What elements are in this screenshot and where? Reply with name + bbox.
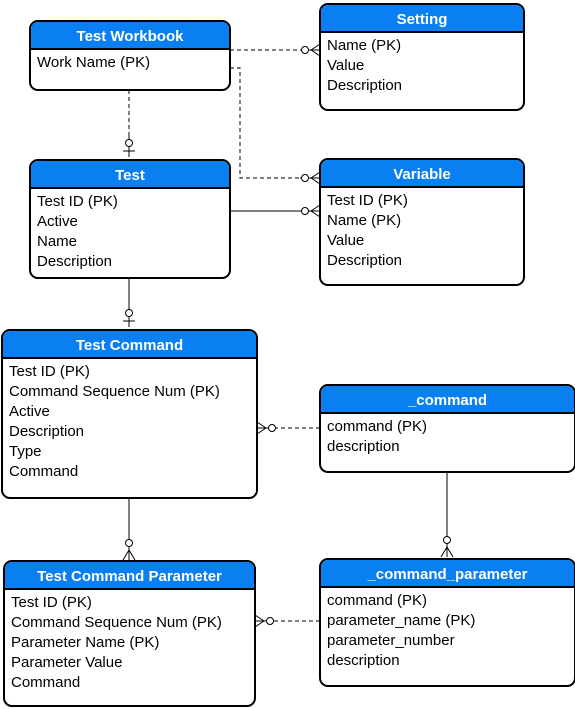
entity-title: _command [321,386,574,414]
rel-commandparameter-testcommandparameter [254,614,320,628]
rel-workbook-setting [230,43,321,57]
rel-command-commandparameter [440,472,454,558]
attribute: Name (PK) [327,212,402,229]
attribute: parameter_name (PK) [327,612,476,629]
attribute: Description [9,423,85,440]
attribute: Test ID (PK) [37,193,118,210]
attribute: Work Name (PK) [37,54,151,71]
attribute: Active [9,403,50,420]
entity-title: Test Command [3,331,256,359]
attribute: Description [37,253,113,270]
attribute: Type [9,443,42,460]
attribute: Parameter Value [11,654,123,671]
attribute: description [327,652,400,669]
entity-title: Setting [321,5,523,33]
entity-test[interactable]: Test Test ID (PK) Active Name Descriptio… [29,159,231,279]
attribute: command (PK) [327,592,428,609]
entity-title: Test Workbook [31,22,229,50]
attribute: Description [327,77,403,94]
attribute: parameter_number [327,632,455,649]
rel-workbook-test [123,90,135,157]
attribute: description [327,438,400,455]
attribute: Test ID (PK) [327,192,408,209]
entity-test-workbook[interactable]: Test Workbook Work Name (PK) [29,20,231,91]
entity-title: _command_parameter [321,560,574,588]
entity-title: Test Command Parameter [5,562,254,590]
entity-test-command-parameter[interactable]: Test Command Parameter Test ID (PK) Comm… [3,560,256,707]
attribute: Description [327,252,403,269]
attribute: Command [9,463,79,480]
entity-test-command[interactable]: Test Command Test ID (PK) Command Sequen… [1,329,258,499]
attribute: Value [327,57,365,74]
entity-command[interactable]: _command command (PK) description [319,384,575,473]
attribute: Parameter Name (PK) [11,634,160,651]
attribute: Name [37,233,78,250]
entity-title: Test [31,161,229,189]
entity-command-parameter[interactable]: _command_parameter command (PK) paramete… [319,558,575,687]
entity-setting[interactable]: Setting Name (PK) Value Description [319,3,525,111]
attribute: Command [11,674,81,691]
attribute: command (PK) [327,418,428,435]
rel-workbook-variable [230,67,321,185]
rel-test-variable [230,204,321,218]
attribute: Command Sequence Num (PK) [11,614,222,631]
attribute: Test ID (PK) [11,594,92,611]
entity-variable[interactable]: Variable Test ID (PK) Name (PK) Value De… [319,158,525,286]
attribute: Active [37,213,78,230]
rel-command-testcommand [256,421,320,435]
rel-test-testcommand [123,278,135,327]
attribute: Value [327,232,365,249]
attribute: Name (PK) [327,37,402,54]
attribute: Test ID (PK) [9,363,90,380]
attribute: Command Sequence Num (PK) [9,383,220,400]
entity-title: Variable [321,160,523,188]
rel-testcommand-parameter [122,498,136,561]
